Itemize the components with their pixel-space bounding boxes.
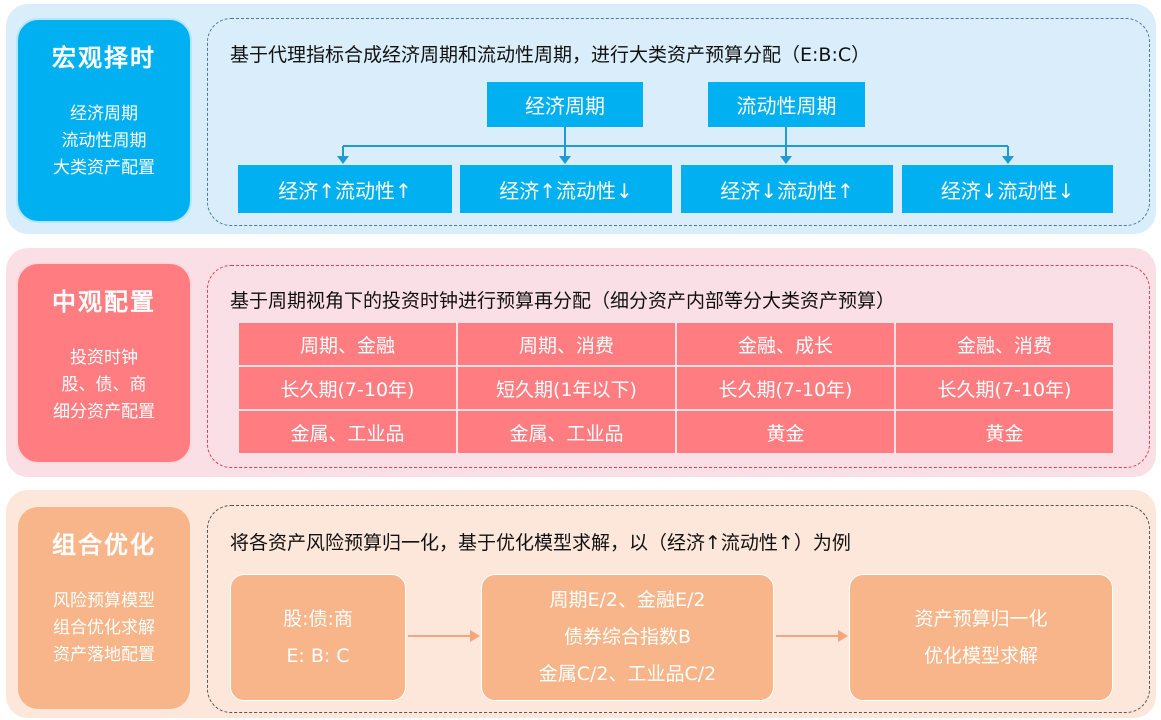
meso-sub: 投资时钟 — [70, 348, 138, 368]
box-line: 金属C/2、工业品C/2 — [538, 663, 717, 685]
portfolio-desc: 将各资产风险预算归一化，基于优化模型求解，以（经济↑流动性↑）为例 — [230, 532, 851, 554]
portfolio-subs: 风险预算模型 组合优化求解 资产落地配置 — [18, 588, 190, 669]
portfolio-sub: 风险预算模型 — [53, 591, 155, 611]
grid-cell: 短久期(1年以下) — [457, 366, 676, 410]
economic-cycle-box: 经济周期 — [487, 82, 643, 127]
box-line: 周期E/2、金融E/2 — [549, 589, 706, 611]
grid-cell: 金属、工业品 — [238, 410, 457, 454]
meso-desc: 基于周期视角下的投资时钟进行预算再分配（细分资产内部等分大类资产预算） — [230, 290, 896, 312]
portfolio-title: 组合优化 — [52, 531, 156, 559]
grid-cell: 长久期(7-10年) — [238, 366, 457, 410]
quadrant-box: 经济↓流动性↑ — [681, 165, 893, 213]
box-line: 优化模型求解 — [923, 644, 1038, 667]
grid-cell: 周期、消费 — [457, 322, 676, 366]
meso-sub: 细分资产配置 — [53, 402, 155, 422]
box-line: 债券综合指数B — [563, 626, 692, 648]
macro-title: 宏观择时 — [52, 44, 156, 72]
macro-sub: 大类资产配置 — [53, 158, 155, 178]
macro-sub: 流动性周期 — [61, 131, 147, 151]
portfolio-side-box: 组合优化 风险预算模型 组合优化求解 资产落地配置 — [16, 505, 192, 711]
portfolio-sub: 资产落地配置 — [53, 645, 155, 665]
grid-cell: 金融、消费 — [895, 322, 1114, 366]
portfolio-sub: 组合优化求解 — [53, 618, 155, 638]
quadrant-box: 经济↑流动性↑ — [238, 165, 452, 213]
meso-sub: 股、债、商 — [61, 375, 147, 395]
macro-desc: 基于代理指标合成经济周期和流动性周期，进行大类资产预算分配（E:B:C） — [230, 44, 871, 66]
macro-sub: 经济周期 — [70, 104, 138, 124]
grid-cell: 黄金 — [676, 410, 895, 454]
grid-cell: 金融、成长 — [676, 322, 895, 366]
grid-cell: 周期、金融 — [238, 322, 457, 366]
macro-subs: 经济周期 流动性周期 大类资产配置 — [18, 101, 190, 182]
grid-cell: 黄金 — [895, 410, 1114, 454]
box-line: 股:债:商 — [283, 607, 353, 630]
meso-dashed-box — [207, 265, 1150, 468]
grid-cell: 长久期(7-10年) — [676, 366, 895, 410]
quadrant-box: 经济↓流动性↓ — [902, 165, 1113, 213]
investment-clock-grid: 周期、金融 周期、消费 金融、成长 金融、消费 长久期(7-10年) 短久期(1… — [238, 322, 1114, 454]
ratio-box: 股:债:商 E: B: C — [230, 574, 406, 701]
optimization-box: 资产预算归一化 优化模型求解 — [849, 574, 1113, 701]
box-line: 资产预算归一化 — [914, 607, 1048, 630]
allocation-box: 周期E/2、金融E/2 债券综合指数B 金属C/2、工业品C/2 — [481, 574, 774, 701]
connector-arrows — [337, 127, 1014, 164]
macro-side-box: 宏观择时 经济周期 流动性周期 大类资产配置 — [16, 18, 192, 223]
quadrant-box: 经济↑流动性↓ — [460, 165, 672, 213]
macro-dashed-box — [207, 18, 1150, 226]
box-line: E: B: C — [286, 644, 350, 667]
meso-title: 中观配置 — [52, 288, 156, 316]
grid-cell: 金属、工业品 — [457, 410, 676, 454]
flow-arrows — [408, 630, 848, 642]
liquidity-cycle-box: 流动性周期 — [708, 82, 865, 127]
meso-subs: 投资时钟 股、债、商 细分资产配置 — [18, 345, 190, 426]
portfolio-dashed-box — [207, 505, 1150, 713]
meso-side-box: 中观配置 投资时钟 股、债、商 细分资产配置 — [16, 262, 192, 464]
grid-cell: 长久期(7-10年) — [895, 366, 1114, 410]
